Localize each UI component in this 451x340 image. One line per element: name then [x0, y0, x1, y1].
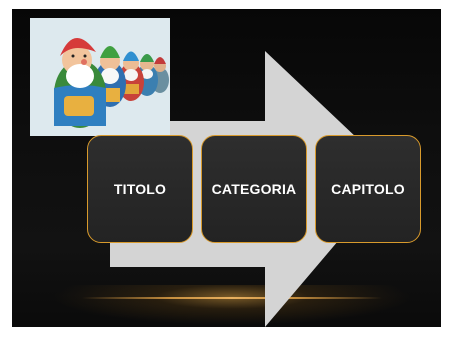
slide: TITOLO CATEGORIA CAPITOLO [12, 9, 441, 327]
floor-glow [52, 285, 412, 325]
box-titolo-label: TITOLO [113, 181, 167, 197]
doll-1 [54, 37, 106, 128]
box-capitolo: CAPITOLO [315, 135, 421, 243]
box-categoria: CATEGORIA [201, 135, 307, 243]
box-titolo: TITOLO [87, 135, 193, 243]
floor-glow-line [82, 297, 382, 299]
gnome-dolls-photo [30, 18, 170, 136]
box-categoria-label: CATEGORIA [211, 181, 297, 197]
box-capitolo-label: CAPITOLO [331, 181, 405, 197]
